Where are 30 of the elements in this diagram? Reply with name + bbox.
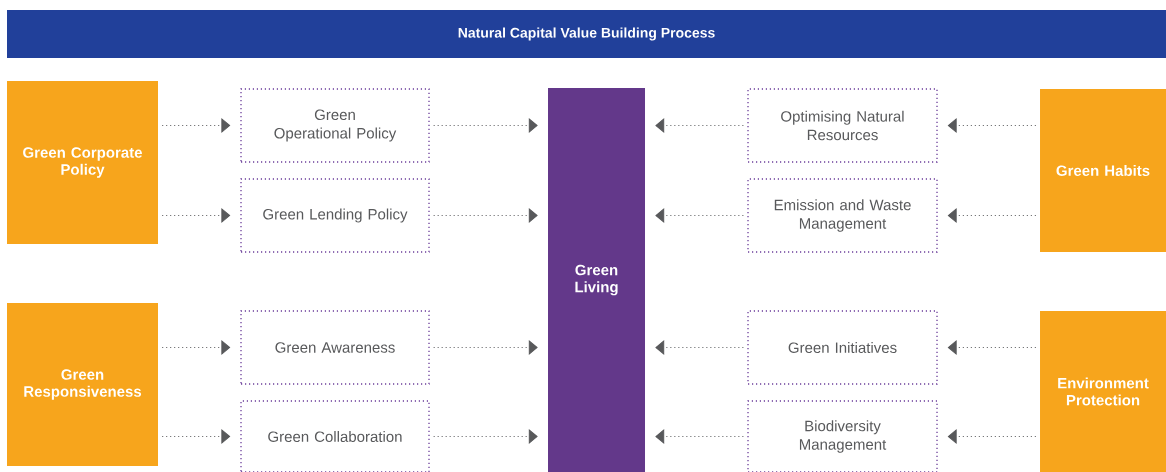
arrow	[161, 118, 231, 133]
arrow	[655, 429, 744, 444]
arrow	[947, 340, 1037, 355]
process-box: Emission and Waste Management	[747, 178, 938, 253]
process-box: Green Lending Policy	[240, 178, 430, 253]
category-box: Green Habits	[1040, 89, 1166, 252]
arrow	[655, 118, 744, 133]
arrow	[655, 208, 744, 223]
process-box: Green Initiatives	[747, 310, 938, 385]
process-box: Biodiversity Management	[747, 400, 938, 472]
arrow	[947, 208, 1037, 223]
arrow	[947, 118, 1037, 133]
arrow	[655, 340, 744, 355]
title-bar: Natural Capital Value Building Process	[7, 10, 1166, 58]
arrow	[433, 429, 538, 444]
process-box: Green Collaboration	[240, 400, 430, 472]
arrow	[433, 340, 538, 355]
category-box: Environment Protection	[1040, 311, 1166, 472]
process-box: Green Awareness	[240, 310, 430, 385]
arrow	[161, 340, 231, 355]
hub-bar: Green Living	[548, 88, 645, 472]
arrow	[433, 118, 538, 133]
process-box: Optimising Natural Resources	[747, 88, 938, 163]
category-box: Green Responsiveness	[7, 303, 158, 466]
arrow	[161, 429, 231, 444]
process-box: Green Operational Policy	[240, 88, 430, 163]
arrow	[433, 208, 538, 223]
arrow	[161, 208, 231, 223]
arrow	[947, 429, 1037, 444]
category-box: Green Corporate Policy	[7, 81, 158, 244]
